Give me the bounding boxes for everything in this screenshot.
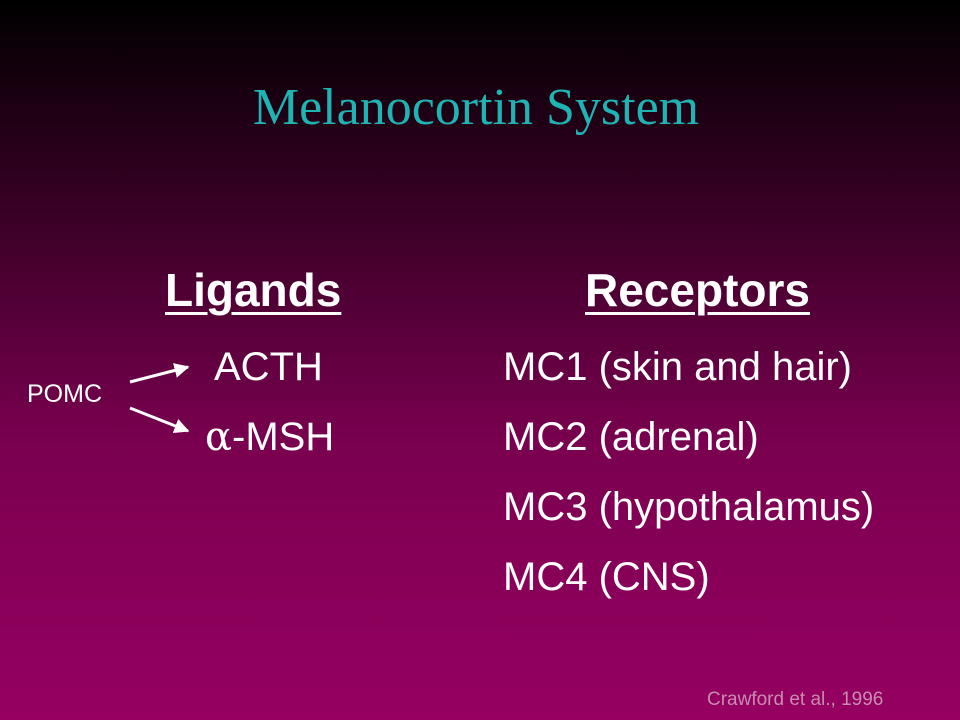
ligand-alpha-msh-text: -MSH xyxy=(232,415,335,459)
ligands-heading: Ligands xyxy=(165,264,342,316)
slide-title: Melanocortin System xyxy=(252,79,700,136)
receptor-mc3: MC3 (hypothalamus) xyxy=(503,485,875,529)
receptor-mc1: MC1 (skin and hair) xyxy=(503,345,853,389)
ligand-alpha-msh: α-MSH xyxy=(205,413,334,461)
pomc-label: POMC xyxy=(27,380,102,408)
pomc-arrows xyxy=(129,363,190,433)
alpha-symbol: α xyxy=(205,414,233,460)
receptors-heading: Receptors xyxy=(585,264,810,316)
ligand-acth: ACTH xyxy=(214,345,323,389)
arrow-to-msh xyxy=(129,406,190,433)
arrow-to-acth xyxy=(129,363,190,384)
receptor-mc2: MC2 (adrenal) xyxy=(503,415,759,459)
citation: Crawford et al., 1996 xyxy=(707,689,884,710)
receptor-mc4: MC4 (CNS) xyxy=(503,555,710,599)
